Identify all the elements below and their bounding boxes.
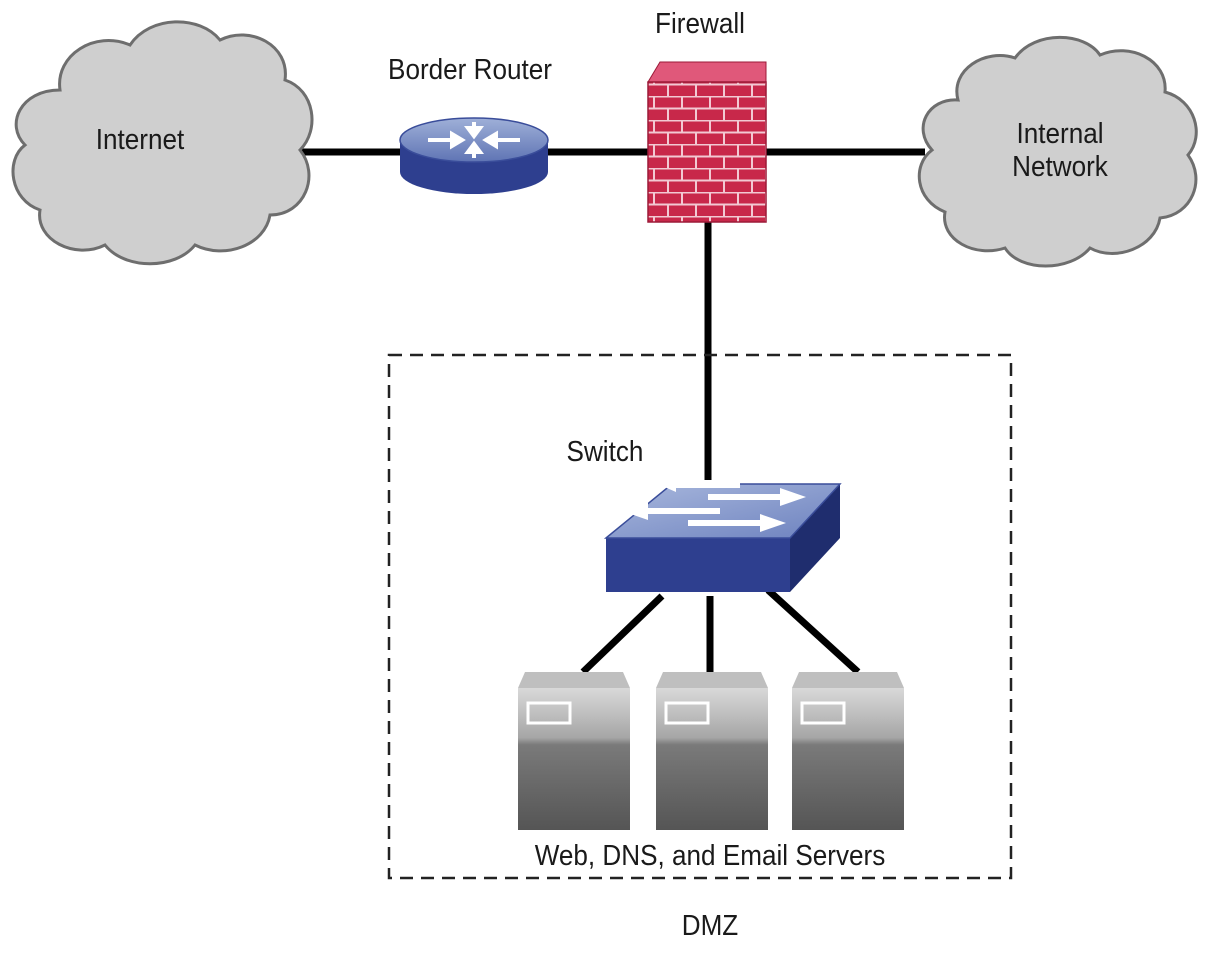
link-switch-server-1: [580, 593, 665, 675]
connection-lines: [300, 148, 925, 675]
dmz-label: DMZ: [681, 910, 739, 942]
server-icon: [518, 672, 630, 830]
switch-label: Switch: [566, 436, 644, 468]
switch-icon: [603, 478, 842, 592]
dmz-boundary: [387, 353, 1013, 880]
server-icon: [656, 672, 768, 830]
cloud-icon: [11, 20, 314, 266]
router-icon: [399, 117, 549, 194]
border-router-label: Border Router: [388, 54, 552, 86]
servers-label: Web, DNS, and Email Servers: [534, 840, 886, 872]
cloud-icon: [917, 35, 1198, 268]
link-switch-server-3: [765, 587, 861, 675]
firewall-icon: [647, 61, 767, 223]
internet-label: Internet: [95, 124, 185, 156]
firewall-label: Firewall: [655, 8, 745, 40]
server-icon: [792, 672, 904, 830]
internal-network-label: Internal Network: [1012, 118, 1108, 184]
